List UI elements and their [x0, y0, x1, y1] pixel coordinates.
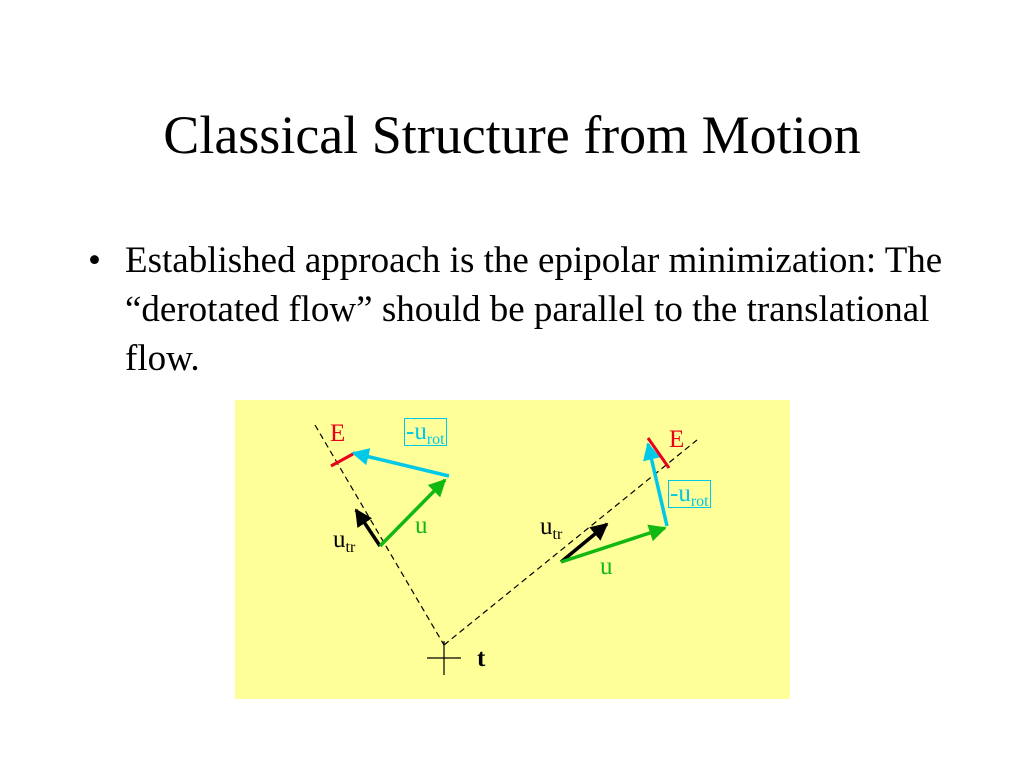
- right-flow-label: u: [600, 553, 613, 580]
- right-error-segment: [646, 437, 671, 469]
- left-rotational-arrow: [351, 448, 450, 478]
- right-flow-arrow: [560, 524, 667, 564]
- bullet-text: Established approach is the epipolar min…: [125, 240, 943, 379]
- left-rotation-label: -urot: [404, 418, 447, 448]
- epipolar-diagram: E -urot u utr E -urot utr u t: [235, 400, 790, 699]
- bullet-list: • Established approach is the epipolar m…: [88, 236, 968, 383]
- right-translation-label: utr: [540, 513, 563, 543]
- left-translation-label: utr: [333, 526, 356, 556]
- translation-direction-label: t: [477, 645, 486, 672]
- left-error-segment: [330, 452, 354, 468]
- left-error-label: E: [330, 420, 346, 447]
- bullet-item: • Established approach is the epipolar m…: [88, 236, 968, 383]
- bullet-marker: •: [88, 240, 101, 281]
- left-translational-arrow: [354, 508, 382, 547]
- diagram-drawing: [314, 424, 698, 675]
- right-rotational-arrow: [643, 442, 669, 527]
- epipolar-line-right: [443, 439, 698, 646]
- right-rotation-label: -urot: [668, 480, 711, 510]
- left-flow-label: u: [415, 512, 428, 539]
- left-flow-arrow: [378, 478, 447, 548]
- right-translational-arrow: [559, 522, 609, 564]
- slide-title: Classical Structure from Motion: [163, 105, 861, 165]
- right-error-label: E: [669, 426, 685, 453]
